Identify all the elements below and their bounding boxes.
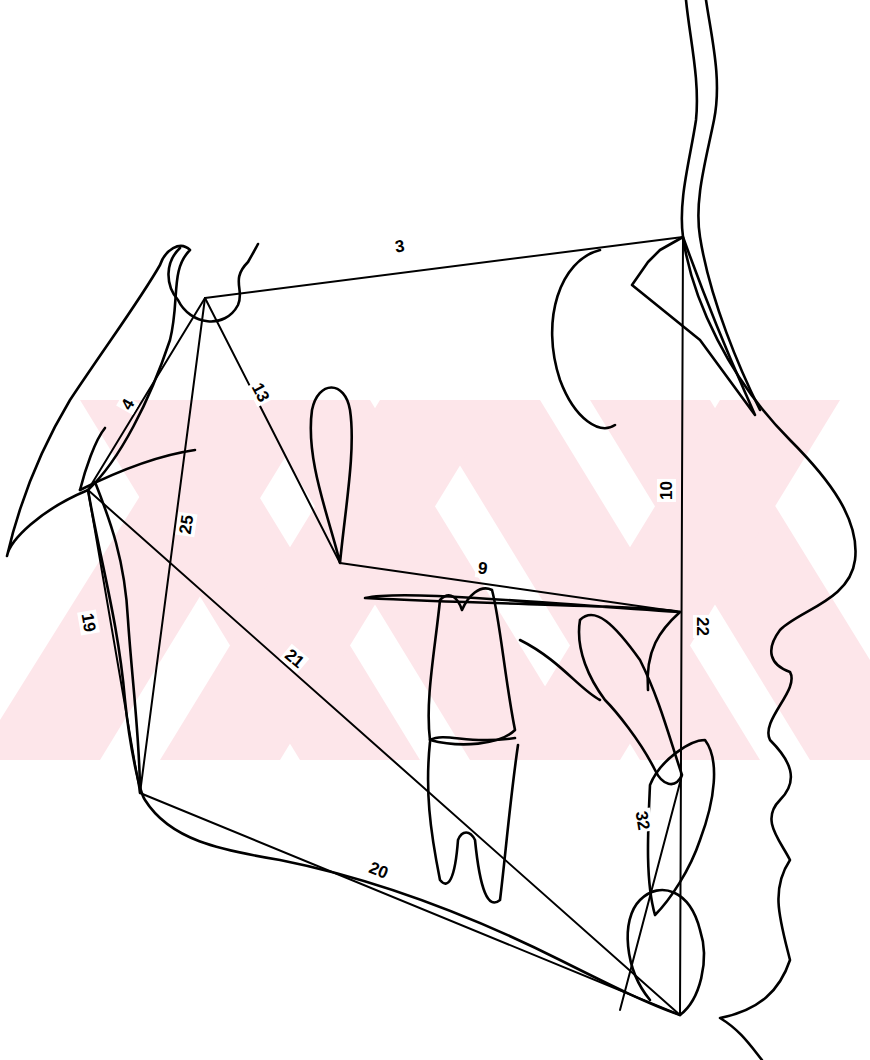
watermark	[0, 400, 870, 760]
callout-number: 19	[77, 609, 100, 635]
callout-number: 32	[631, 807, 654, 833]
callout-number: 22	[692, 615, 711, 638]
callout-number: 25	[175, 511, 197, 536]
anatomy	[7, 0, 856, 1060]
callout-number: 20	[364, 857, 392, 883]
measurement-lines	[88, 237, 683, 1015]
callout-number: 10	[656, 479, 675, 502]
callout-number: 3	[392, 236, 408, 256]
callout-number: 9	[475, 558, 491, 579]
